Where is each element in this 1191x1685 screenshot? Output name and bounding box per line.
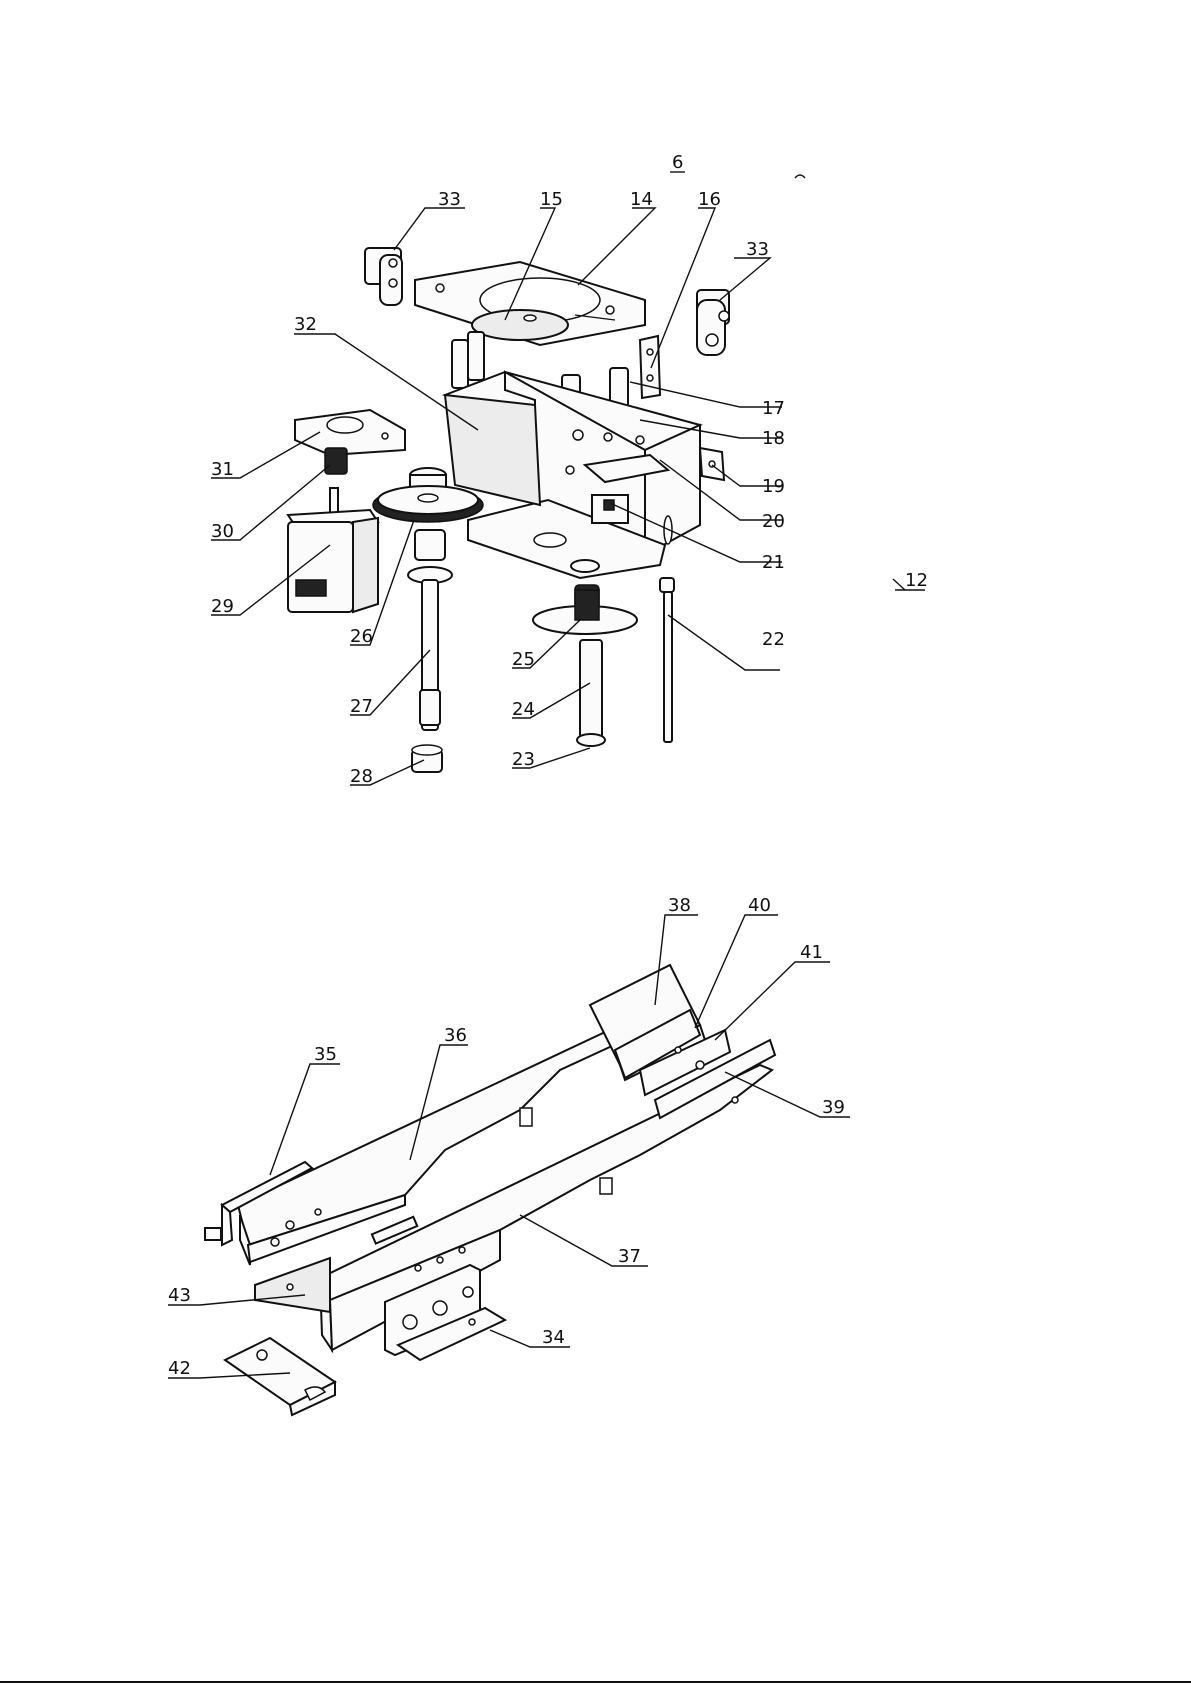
- label-35: 35: [314, 1044, 337, 1065]
- label-36: 36: [444, 1025, 467, 1046]
- part-pin: [660, 578, 674, 742]
- label-16: 16: [698, 189, 721, 210]
- label-38: 38: [668, 895, 691, 916]
- label-6: 6: [672, 152, 683, 173]
- label-17: 17: [762, 398, 785, 419]
- label-19: 19: [762, 476, 785, 497]
- label-28: 28: [350, 766, 373, 787]
- label-18: 18: [762, 428, 785, 449]
- label-37: 37: [618, 1246, 641, 1267]
- part-pinion: [325, 448, 347, 474]
- top-assembly: 6 33 15 14 16 33 32 17 18 31 19 30 20 29…: [211, 152, 928, 787]
- label-33-left: 33: [438, 189, 461, 210]
- label-34: 34: [542, 1327, 565, 1348]
- leader-lines-bottom: [168, 915, 850, 1378]
- label-15: 15: [540, 189, 563, 210]
- label-26: 26: [350, 626, 373, 647]
- label-43: 43: [168, 1285, 191, 1306]
- part-rail-36: [238, 1025, 625, 1245]
- bottom-assembly: 38 40 41 35 36 39 37 43 34 42: [168, 895, 850, 1415]
- label-21: 21: [762, 552, 785, 573]
- part-shaft: [408, 530, 452, 730]
- part-disc: [472, 310, 568, 340]
- part-clip-left: [365, 248, 402, 305]
- label-12: 12: [905, 570, 928, 591]
- label-30: 30: [211, 521, 234, 542]
- part-clip-right: [697, 290, 729, 355]
- label-14: 14: [630, 189, 653, 210]
- label-23: 23: [512, 749, 535, 770]
- label-22: 22: [762, 629, 785, 650]
- label-20: 20: [762, 511, 785, 532]
- label-24: 24: [512, 699, 535, 720]
- label-27: 27: [350, 696, 373, 717]
- label-33-right: 33: [746, 239, 769, 260]
- part-post: [577, 640, 605, 746]
- callouts-bottom: 38 40 41 35 36 39 37 43 34 42: [168, 895, 845, 1379]
- part-motor: [288, 488, 378, 612]
- part-bracket-42: [225, 1338, 335, 1415]
- part-bushing: [412, 745, 442, 772]
- label-29: 29: [211, 596, 234, 617]
- label-31: 31: [211, 459, 234, 480]
- label-25: 25: [512, 649, 535, 670]
- label-39: 39: [822, 1097, 845, 1118]
- label-32: 32: [294, 314, 317, 335]
- label-41: 41: [800, 942, 823, 963]
- label-42: 42: [168, 1358, 191, 1379]
- label-40: 40: [748, 895, 771, 916]
